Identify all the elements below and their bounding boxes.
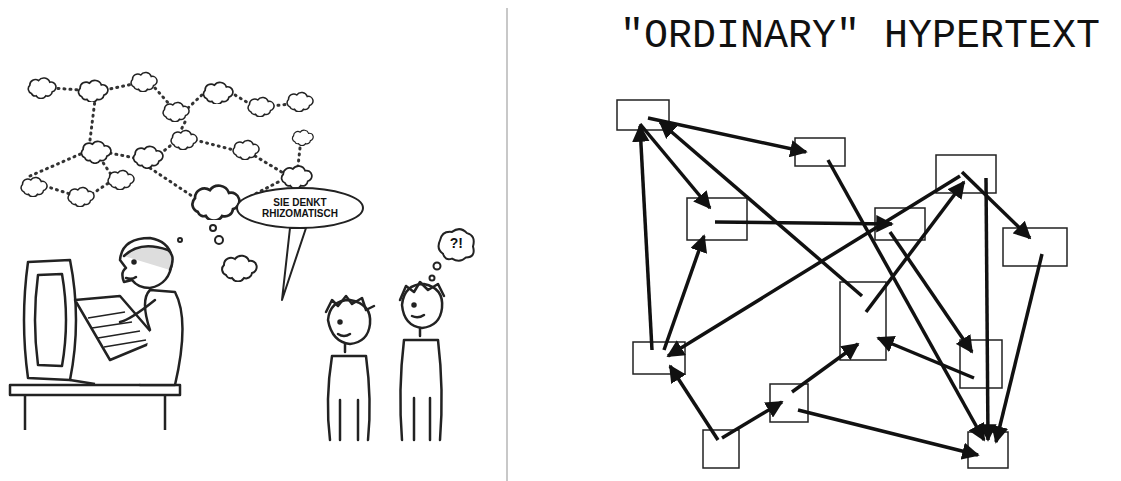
diagram-title: "ORDINARY" HYPERTEXT bbox=[560, 14, 1121, 59]
cloud-shape bbox=[439, 229, 474, 261]
bubble-text: SIE DENKT RHIZOMATISCH bbox=[257, 197, 343, 219]
panel-divider bbox=[506, 8, 508, 481]
thought-dots bbox=[178, 225, 223, 244]
thought-cloud: ?! bbox=[436, 227, 476, 261]
hypertext-links bbox=[640, 118, 1042, 455]
dotted-thought-links bbox=[30, 84, 300, 202]
onlookers bbox=[326, 282, 444, 440]
bubble-text: ?! bbox=[448, 236, 464, 251]
ellipse-shape bbox=[237, 188, 363, 228]
thought-clouds bbox=[21, 73, 313, 282]
hypertext-boxes bbox=[617, 100, 1067, 468]
speech-bubble: SIE DENKT RHIZOMATISCH bbox=[236, 187, 364, 229]
speech-tail bbox=[282, 228, 306, 300]
typing-person bbox=[120, 238, 183, 385]
thought-dots bbox=[430, 263, 441, 281]
